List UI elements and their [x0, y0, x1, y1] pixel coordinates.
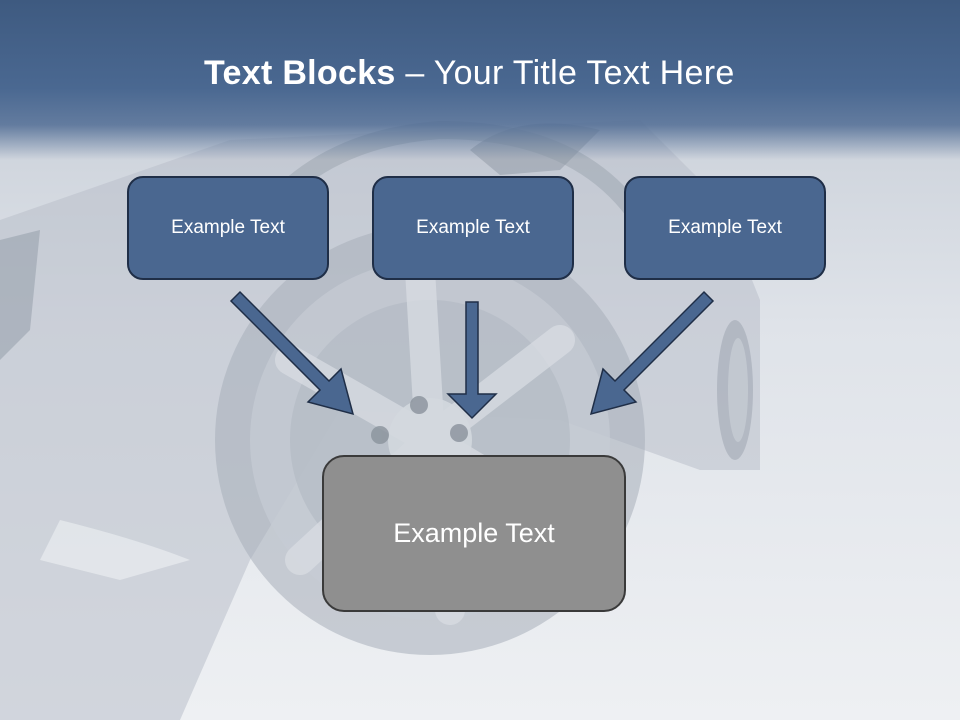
text-block-center[interactable]: Example Text — [372, 176, 574, 280]
title-bold: Text Blocks — [204, 54, 396, 92]
text-block-right[interactable]: Example Text — [624, 176, 826, 280]
slide-title: Text Blocks – Your Title Text Here — [204, 54, 735, 93]
title-rest: – Your Title Text Here — [395, 54, 735, 92]
text-block-bottom[interactable]: Example Text — [322, 455, 626, 612]
header-band — [0, 0, 960, 160]
text-block-left[interactable]: Example Text — [127, 176, 329, 280]
